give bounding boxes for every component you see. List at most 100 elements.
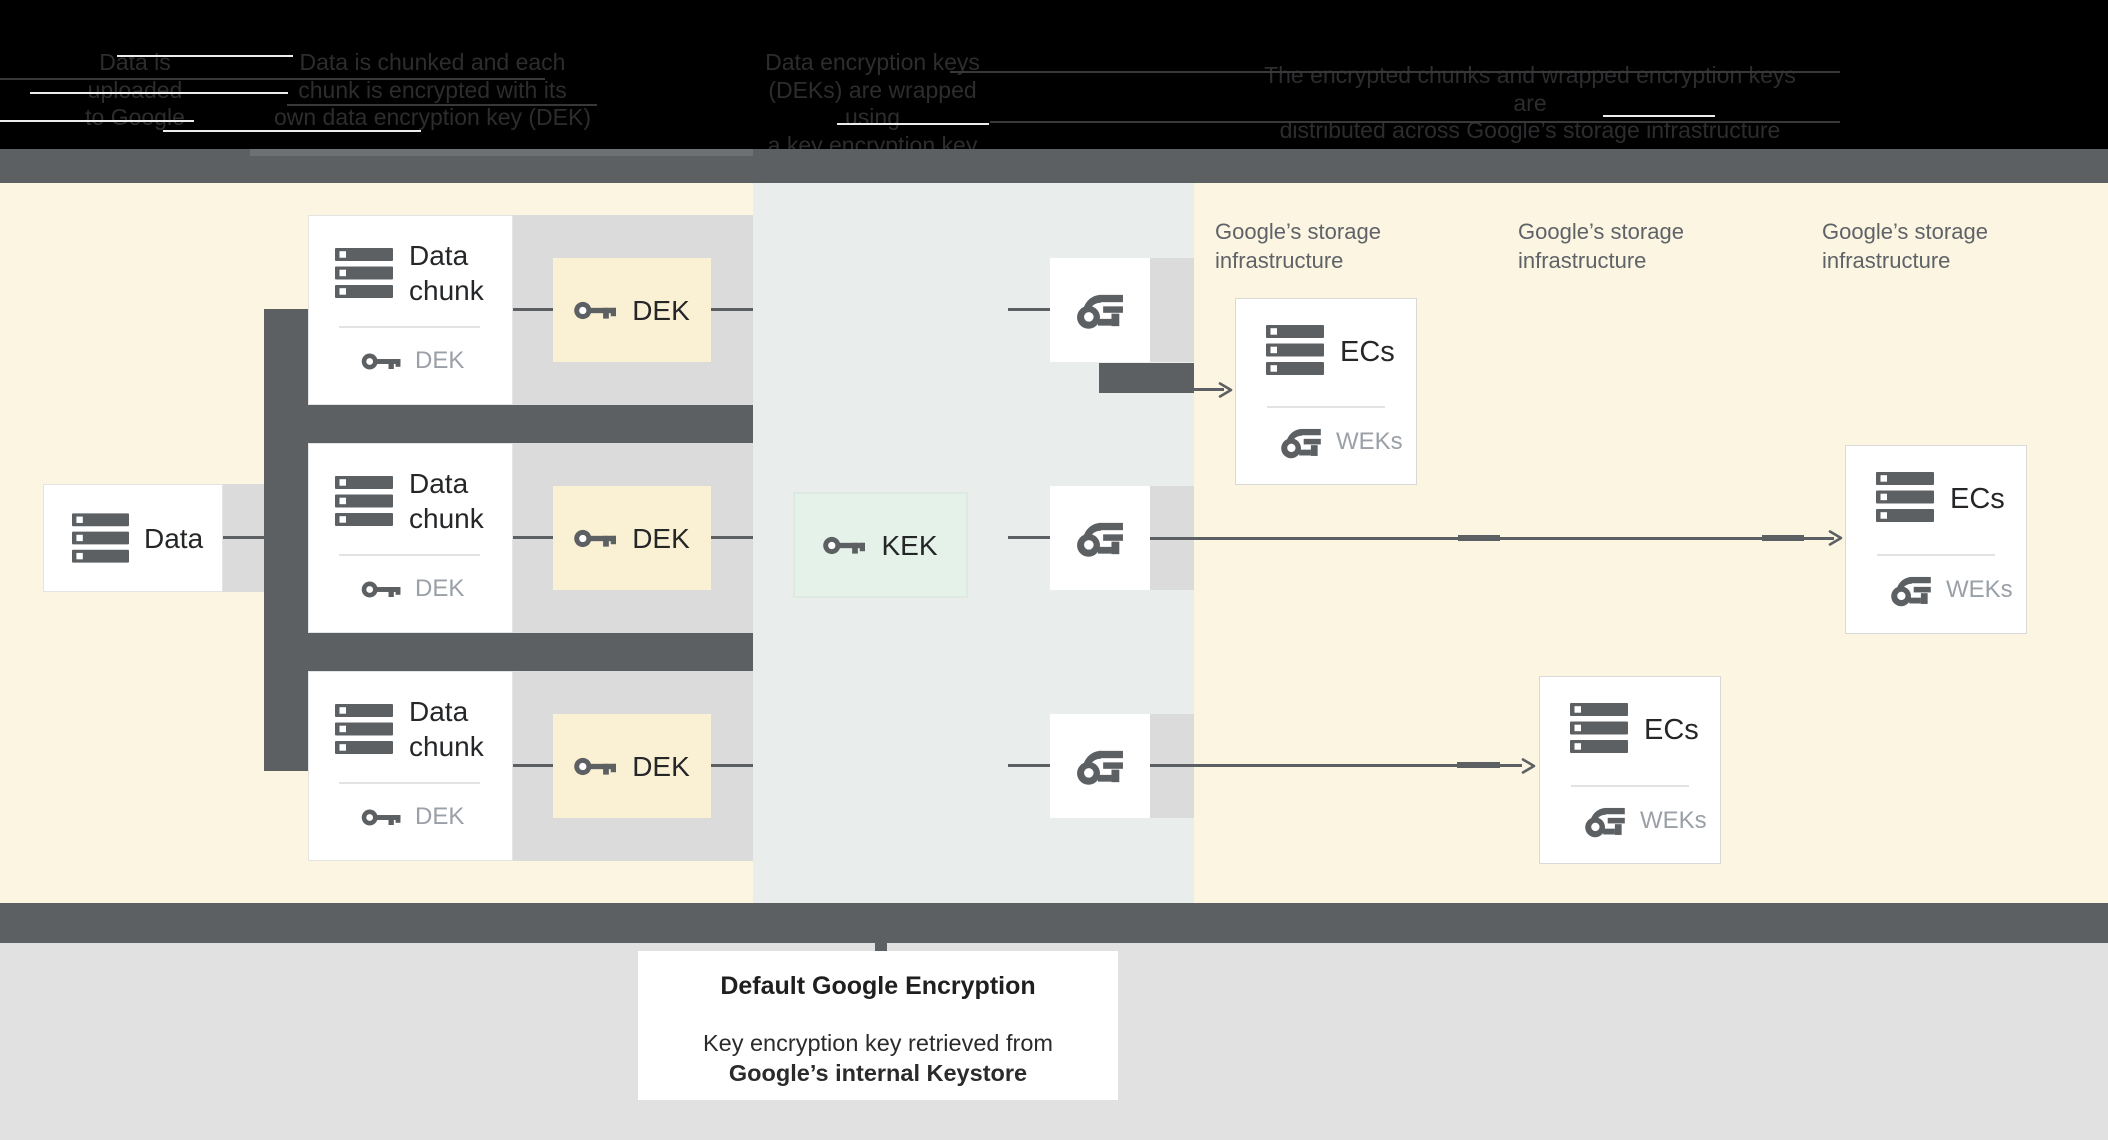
header-col-chunking: Data is chunked and each chunk is encryp…	[260, 49, 605, 132]
key1-band	[1150, 258, 1194, 362]
link-underline	[1603, 115, 1715, 117]
ecs-box-title: ECs	[1340, 336, 1395, 368]
storage-infrastructure-label: Google’s storage infrastructure	[1215, 219, 1381, 273]
wrapped-key-icon	[1076, 745, 1124, 787]
arrow1-line	[1194, 388, 1224, 391]
wrapped-key-icon	[1076, 289, 1124, 331]
row1-key-stub	[1008, 308, 1050, 311]
storage-infrastructure-label: Google’s storage infrastructure	[1822, 219, 1988, 273]
chunk-dek-label-row: DEK	[361, 803, 464, 831]
row2-chunk-dek-line	[513, 536, 553, 539]
top-divider-highlight	[250, 149, 753, 156]
key-icon	[361, 806, 401, 829]
key-icon	[574, 298, 617, 323]
wrapped-key-icon	[1584, 803, 1626, 839]
kek-box: KEK	[793, 492, 968, 598]
row2-key-stub	[1008, 536, 1050, 539]
redaction-line	[950, 71, 1840, 73]
key-icon	[574, 526, 617, 551]
caption-line-2: Google’s internal Keystore	[728, 1060, 1028, 1086]
arrow3-dash	[1457, 762, 1500, 768]
data-box: Data	[43, 484, 223, 592]
wrapped-key-icon	[1890, 572, 1932, 608]
box-divider	[1877, 554, 1995, 556]
dek-box-2: DEK	[553, 486, 711, 590]
row-gap-band-1	[264, 405, 753, 443]
ecs-box-title: ECs	[1950, 483, 2005, 515]
header-text-line: to Google	[85, 104, 185, 130]
caption-line-1: Key encryption key retrieved from	[702, 1030, 1054, 1056]
data-chunk-box-2: Data chunk DEK	[308, 443, 513, 633]
server-icon	[1876, 472, 1934, 522]
server-icon	[72, 513, 129, 563]
link-underline	[0, 120, 194, 122]
box-divider	[1267, 406, 1385, 408]
data-chunk-box-1: Data chunk DEK	[308, 215, 513, 405]
caption-card: Default Google Encryption Key encryption…	[638, 951, 1118, 1100]
weks-label-row: WEKs	[1890, 572, 2013, 608]
ecs-box-title: ECs	[1644, 714, 1699, 746]
header-text-line: The encrypted chunks and wrapped encrypt…	[1264, 62, 1796, 116]
row1-chunk-dek-line	[513, 308, 553, 311]
chunk-dek-label: DEK	[415, 575, 465, 602]
header-text-line: uploaded	[87, 76, 183, 103]
key-icon	[823, 533, 866, 558]
server-icon	[335, 476, 393, 526]
weks-label: WEKs	[1946, 576, 2013, 603]
link-underline	[30, 92, 288, 94]
row3-key-stub	[1008, 764, 1050, 767]
trunk-connector	[264, 309, 308, 771]
row1-dark-band	[1099, 363, 1194, 393]
row1-dek-out-line	[711, 308, 753, 311]
weks-label: WEKs	[1336, 428, 1403, 455]
caption-leader-tick	[875, 940, 887, 951]
chunk-box-title: Data chunk	[409, 468, 484, 534]
arrow3-head-icon	[1518, 756, 1538, 776]
data-box-label: Data	[144, 523, 204, 554]
server-icon	[335, 704, 393, 754]
chunk-dek-label-row: DEK	[361, 575, 464, 603]
header-text-line: Data is	[99, 49, 171, 75]
key-icon	[361, 350, 401, 373]
bottom-divider-bar	[0, 903, 2108, 943]
arrow2-dash-a	[1458, 535, 1500, 541]
box-divider	[339, 782, 480, 784]
dek-box-label: DEK	[632, 750, 690, 782]
header-col-upload: Data is uploaded to Google	[60, 49, 210, 132]
header-col-distribution: The encrypted chunks and wrapped encrypt…	[1250, 62, 1810, 145]
redaction-line	[0, 78, 545, 80]
header-text-line: own data encryption key (DEK)	[273, 104, 592, 130]
header-text-line: Data is chunked and each	[299, 49, 566, 75]
weks-label-row: WEKs	[1280, 424, 1403, 460]
chunk-dek-label-row: DEK	[361, 347, 464, 375]
chunk-dek-label: DEK	[415, 347, 465, 374]
header-text-line: (DEKs) are wrapped using	[768, 76, 977, 131]
arrow2-dash-b	[1762, 535, 1804, 541]
dek-box-label: DEK	[632, 522, 690, 554]
wrapped-key-box-2	[1050, 486, 1150, 590]
dek-box-label: DEK	[632, 294, 690, 326]
key-icon	[574, 754, 617, 779]
header-text-line: Data encryption keys	[765, 49, 980, 75]
weks-label: WEKs	[1640, 807, 1707, 834]
row3-chunk-dek-line	[513, 764, 553, 767]
arrow2-head-icon	[1825, 528, 1845, 548]
chunk-box-title: Data chunk	[409, 696, 484, 762]
box-divider	[339, 554, 480, 556]
storage-infrastructure-label: Google’s storage infrastructure	[1518, 219, 1684, 273]
server-icon	[335, 248, 393, 298]
caption-title: Default Google Encryption	[720, 972, 1036, 1000]
box-divider	[339, 326, 480, 328]
ecs-box-3: ECs WEKs	[1539, 676, 1721, 864]
weks-label-row: WEKs	[1584, 803, 1707, 839]
chunk-box-title: Data chunk	[409, 240, 484, 306]
key-icon	[361, 578, 401, 601]
wrapped-key-icon	[1280, 424, 1322, 460]
row3-dek-out-line	[711, 764, 753, 767]
chunk-dek-label: DEK	[415, 803, 465, 830]
row2-dek-out-line	[711, 536, 753, 539]
dek-box-3: DEK	[553, 714, 711, 818]
server-icon	[1570, 703, 1628, 753]
wrapped-key-box-3	[1050, 714, 1150, 818]
